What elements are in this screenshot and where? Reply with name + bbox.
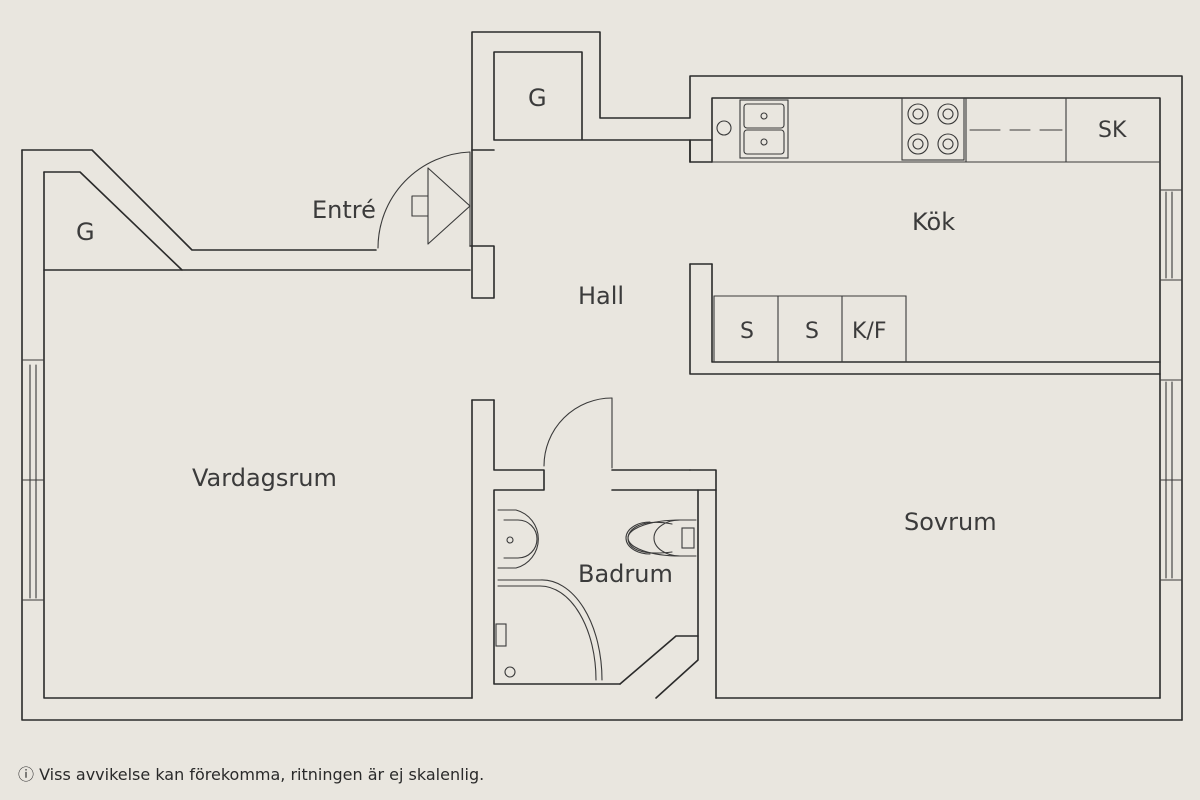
fixture-label-fridge-freezer: K/F: [852, 319, 887, 344]
room-label-badrum: Badrum: [578, 560, 673, 588]
bathroom-fixtures: [495, 509, 697, 681]
room-label-closet-left: G: [76, 218, 95, 246]
outer-walls: [21, 31, 1183, 721]
room-label-kok: Kök: [912, 208, 955, 236]
fixture-label-cabinet: SK: [1098, 118, 1127, 143]
room-label-entre: Entré: [312, 196, 376, 224]
fixture-label-storage-1: S: [740, 319, 754, 344]
disclaimer-text: ⓘ Viss avvikelse kan förekomma, ritninge…: [18, 765, 485, 784]
fixture-label-storage-2: S: [805, 319, 819, 344]
stair-symbol: [411, 167, 471, 245]
room-label-hall: Hall: [578, 282, 624, 310]
room-label-vardagsrum: Vardagsrum: [192, 464, 337, 492]
interior-walls: [469, 149, 1161, 699]
doors: [377, 151, 613, 469]
kitchen-counter: [711, 97, 1161, 163]
storage-row: [713, 295, 907, 363]
room-label-sovrum: Sovrum: [904, 508, 997, 536]
room-label-closet-top: G: [528, 84, 547, 112]
